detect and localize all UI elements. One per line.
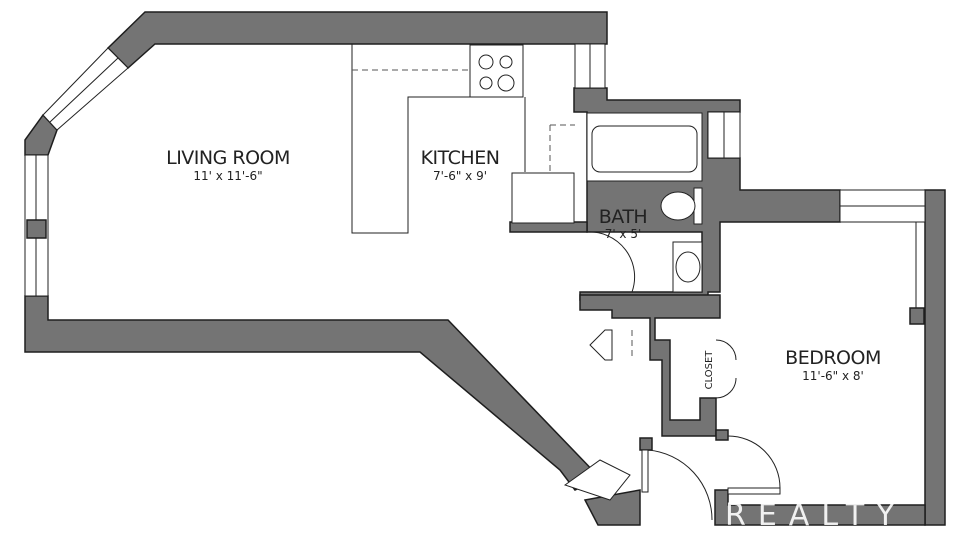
- closet-small-door: [589, 329, 613, 361]
- bedroom-label: BEDROOM: [785, 347, 881, 369]
- bath-dimensions: 7' x 5': [605, 227, 642, 241]
- room-labels: LIVING ROOM 11' x 11'-6" KITCHEN 7'-6" x…: [166, 147, 881, 389]
- kitchen-label: KITCHEN: [421, 147, 500, 169]
- living-room-label: LIVING ROOM: [166, 147, 290, 169]
- closet-door-swing: [715, 339, 737, 399]
- closet-label: CLOSET: [704, 350, 715, 390]
- sink-icon: [672, 241, 703, 293]
- right-wall: [924, 189, 946, 526]
- bathtub: [586, 112, 703, 182]
- bath-label: BATH: [599, 206, 647, 228]
- kitchen-counter: [351, 44, 470, 234]
- doors: [563, 231, 781, 521]
- bedroom-dimensions: 11'-6" x 8': [802, 369, 864, 383]
- stove-icon: [469, 44, 524, 98]
- fixtures: [351, 44, 917, 308]
- bottom-left-door: [563, 459, 631, 501]
- kitchen-dimensions: 7'-6" x 9': [433, 169, 487, 183]
- closet-wall: [579, 294, 721, 437]
- entry-door-leaf: [641, 449, 649, 493]
- top-wall: [106, 11, 608, 70]
- top-left-corner-wall: [24, 113, 58, 156]
- windows: [24, 43, 926, 297]
- living-room-dimensions: 11' x 11'-6": [193, 169, 262, 183]
- toilet-icon: [660, 187, 703, 225]
- entry-door-swing: [647, 449, 713, 521]
- entry-door-post: [639, 437, 653, 451]
- bedroom-door-leaf: [727, 487, 781, 495]
- bedroom-door-swing: [727, 435, 781, 489]
- window-mullion: [26, 219, 47, 239]
- fridge: [511, 172, 575, 224]
- left-lower-wall: [24, 295, 602, 491]
- entry-bottom-wall: [583, 489, 641, 526]
- column: [909, 307, 925, 325]
- watermark-logo: REALTY: [725, 498, 907, 533]
- bath-door-swing: [586, 231, 636, 293]
- bedroom-door-post: [715, 429, 729, 441]
